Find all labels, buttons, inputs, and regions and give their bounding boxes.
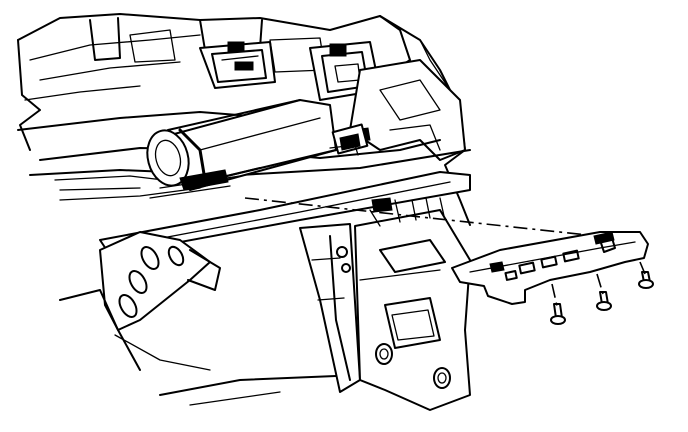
center-pillar	[299, 223, 361, 393]
fastener-screw-1	[550, 283, 566, 325]
bracket-plate	[451, 231, 649, 305]
fastener-screw-2	[596, 273, 612, 311]
body-frame	[17, 13, 471, 226]
cylindrical-module	[146, 99, 369, 199]
explode-line	[244, 197, 616, 239]
fastener-screw-3	[638, 261, 654, 289]
left-lower-panel	[59, 231, 361, 406]
right-lower-panel	[354, 197, 471, 411]
fasteners	[550, 261, 654, 325]
